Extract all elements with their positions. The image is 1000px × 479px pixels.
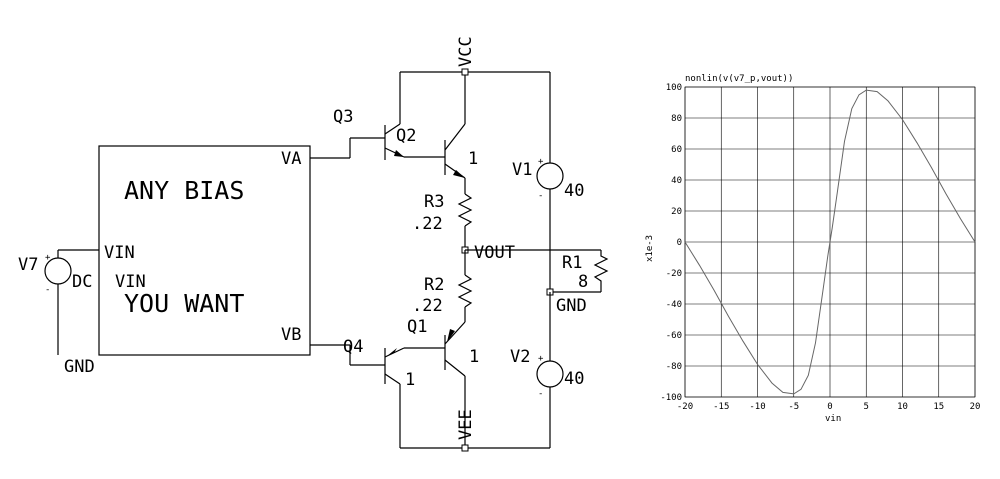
x-tick-label: 10 <box>897 402 908 412</box>
r2-label: R2 <box>424 275 444 295</box>
x-tick-label: -15 <box>713 402 729 412</box>
plot-title: nonlin(v(v7_p,vout)) <box>685 74 793 84</box>
x-tick-label: -5 <box>788 402 799 412</box>
v1-value: 40 <box>564 181 584 201</box>
resistor-r3: R3 .22 <box>412 178 473 250</box>
y-tick-label: 100 <box>666 83 682 93</box>
x-axis-label: vin <box>825 414 841 424</box>
svg-text:-: - <box>538 191 543 201</box>
schematic: ANY BIAS YOU WANT VA VIN VB VCC Q3 <box>18 36 609 452</box>
vcc-rail: VCC <box>399 36 551 163</box>
v2-value: 40 <box>564 369 584 389</box>
source-v1: + - V1 40 <box>512 157 584 292</box>
y-tick-label: -20 <box>666 269 682 279</box>
bias-block-text-2: YOU WANT <box>124 289 244 318</box>
y-tick-label: -80 <box>666 362 682 372</box>
y-tick-label: -40 <box>666 300 682 310</box>
q4-label: Q4 <box>343 337 363 357</box>
r3-label: R3 <box>424 192 444 212</box>
vee-label: VEE <box>456 409 476 440</box>
pin-vin-label: VIN <box>104 243 135 263</box>
vout-net: VOUT R1 8 <box>461 243 609 293</box>
svg-text:+: + <box>538 354 544 364</box>
y-tick-labels: -100 -80 -60 -40 -20 0 20 40 60 80 100 <box>660 83 682 403</box>
x-tick-label: -20 <box>677 402 693 412</box>
gnd-label: GND <box>556 296 587 316</box>
v7-label: V7 <box>18 255 38 275</box>
r1-value: 8 <box>578 272 588 292</box>
q4-value: 1 <box>405 370 415 390</box>
pin-vb-label: VB <box>281 325 301 345</box>
y-tick-label: -100 <box>660 393 682 403</box>
v7-gnd-label: GND <box>64 357 95 377</box>
bias-block-text-1: ANY BIAS <box>124 176 244 205</box>
plot-series-line <box>684 89 976 395</box>
q2-value: 1 <box>468 149 478 169</box>
q1-label: Q1 <box>407 317 427 337</box>
x-tick-label: 5 <box>864 402 869 412</box>
r2-value: .22 <box>412 296 443 316</box>
transistor-q4: Q4 1 <box>310 337 445 448</box>
x-tick-labels: -20 -15 -10 -5 0 5 10 15 20 <box>677 402 981 412</box>
x-tick-label: -10 <box>749 402 765 412</box>
transistor-q3: Q3 <box>333 107 445 160</box>
svg-text:+: + <box>538 157 544 167</box>
y-tick-label: 40 <box>671 176 682 186</box>
v1-label: V1 <box>512 160 532 180</box>
v7-value: VIN <box>115 272 146 292</box>
r1-label: R1 <box>562 253 582 273</box>
source-v2: + - V2 40 <box>510 292 584 399</box>
vcc-label: VCC <box>456 36 476 67</box>
va-wire <box>310 137 385 159</box>
q2-label: Q2 <box>396 126 416 146</box>
resistor-r2: R2 .22 <box>412 250 473 322</box>
source-v7: + - V7 DC VIN GND <box>18 249 146 377</box>
x-tick-label: 15 <box>933 402 944 412</box>
resistor-r1 <box>593 250 609 292</box>
vee-node <box>461 444 469 452</box>
y-tick-label: 20 <box>671 207 682 217</box>
r3-value: .22 <box>412 214 443 234</box>
pin-va-label: VA <box>281 149 301 169</box>
y-axis-label: x1e-3 <box>645 235 655 262</box>
vcc-node <box>461 68 469 76</box>
q1-value: 1 <box>469 347 479 367</box>
y-tick-label: 60 <box>671 145 682 155</box>
vout-label: VOUT <box>474 243 515 263</box>
vee-rail: VEE <box>400 387 551 452</box>
y-tick-label: 80 <box>671 114 682 124</box>
svg-text:-: - <box>538 389 543 399</box>
x-tick-label: 20 <box>970 402 981 412</box>
svg-text:-: - <box>45 285 50 295</box>
v2-label: V2 <box>510 347 530 367</box>
svg-text:+: + <box>45 253 51 263</box>
y-tick-label: -60 <box>666 331 682 341</box>
transistor-q2: Q2 1 <box>396 123 478 179</box>
plot: nonlin(v(v7_p,vout)) -100-80-60-40-20020… <box>645 74 980 424</box>
transistor-q1: Q1 1 <box>407 317 479 448</box>
q3-label: Q3 <box>333 107 353 127</box>
x-tick-label: 0 <box>827 402 832 412</box>
v7-type: DC <box>72 272 92 292</box>
y-tick-label: 0 <box>677 238 682 248</box>
